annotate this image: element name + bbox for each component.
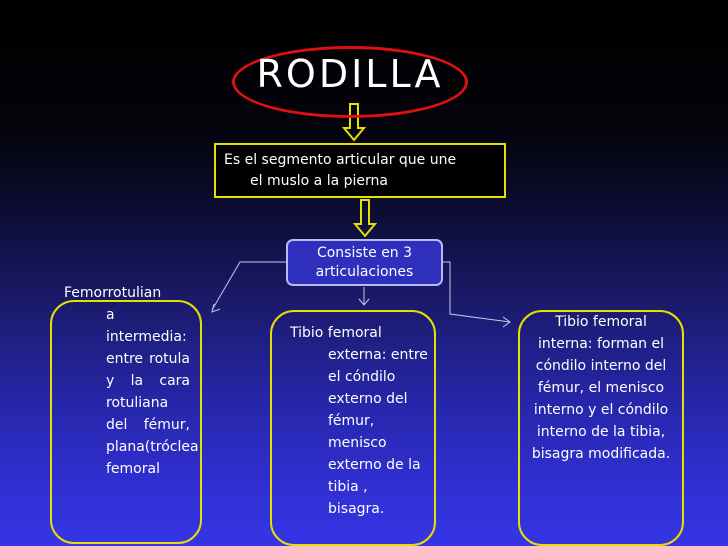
tibio-interna-text: Tibio femoral interna: forman el cóndilo…: [531, 314, 671, 462]
definition-box: Es el segmento articular que une el musl…: [214, 143, 506, 198]
consiste-box: Consiste en 3 articulaciones: [286, 239, 443, 286]
tibio-externa-first-line: Tibio femoral: [290, 325, 382, 341]
femorrotuliana-text: Femorrotulian a intermedia: entre rotula…: [64, 282, 199, 480]
consiste-line-2: articulaciones: [315, 264, 414, 280]
connector-femorrotuliana: [211, 261, 286, 313]
femorrotuliana-body: a intermedia: entre rotula y la cara rot…: [106, 307, 199, 477]
page-title: RODILLA: [256, 52, 444, 96]
connector-tibio-interna: [443, 261, 511, 328]
tibio-externa-text: Tibio femoral externa: entre el cóndilo …: [290, 322, 428, 520]
down-arrow-definition: [352, 199, 378, 238]
tibio-interna-box: [518, 310, 684, 546]
connector-tibio-externa: [358, 287, 370, 306]
title-ring: [232, 46, 468, 118]
definition-line-1: Es el segmento articular que une: [224, 152, 457, 168]
tibio-externa-box: [270, 310, 436, 546]
definition-line-2: el muslo a la pierna: [250, 173, 388, 189]
femorrotuliana-first-line: Femorrotulian: [64, 285, 162, 301]
femorrotuliana-box: [50, 300, 202, 544]
tibio-externa-body: externa: entre el cóndilo externo del fé…: [328, 347, 428, 517]
consiste-line-1: Consiste en 3: [316, 245, 413, 261]
